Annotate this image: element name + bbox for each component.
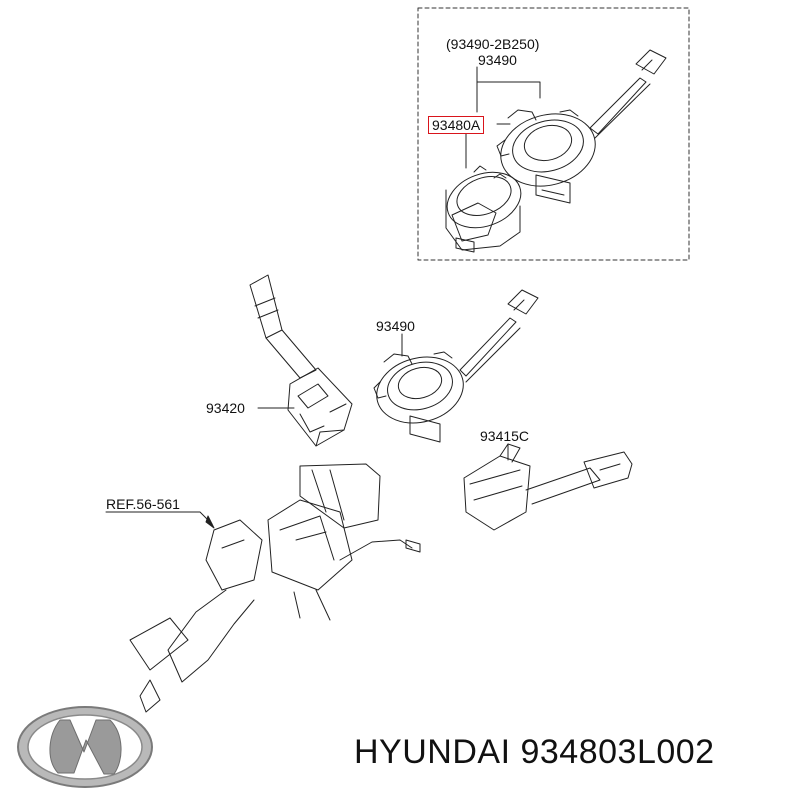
hyundai-logo-icon <box>18 707 152 787</box>
clock-spring-drawing <box>369 290 538 442</box>
inset-frame <box>418 8 689 260</box>
caption-part-number: 934803L002 <box>520 733 715 771</box>
wiper-switch-drawing <box>250 275 352 446</box>
inset-label-clock-spring: 93490 <box>478 52 517 68</box>
inset-label-highlighted-part[interactable]: 93480A <box>428 116 485 134</box>
part-caption: HYUNDAI 934803L002 <box>354 732 715 772</box>
label-clock-spring[interactable]: 93490 <box>376 318 415 334</box>
light-switch-drawing <box>464 444 632 530</box>
caption-brand: HYUNDAI <box>354 733 511 771</box>
steering-column-drawing <box>130 464 420 712</box>
inset-label-alt-part: (93490-2B250) <box>446 36 540 52</box>
inset-clock-spring-drawing <box>493 50 666 203</box>
inset-steering-sensor-drawing <box>439 163 528 252</box>
inset-leaders <box>466 67 540 168</box>
label-light-switch[interactable]: 93415C <box>480 428 530 444</box>
label-wiper-switch[interactable]: 93420 <box>206 400 245 416</box>
column-ref-leader <box>106 512 214 528</box>
label-column-ref[interactable]: REF.56-561 <box>106 496 180 512</box>
